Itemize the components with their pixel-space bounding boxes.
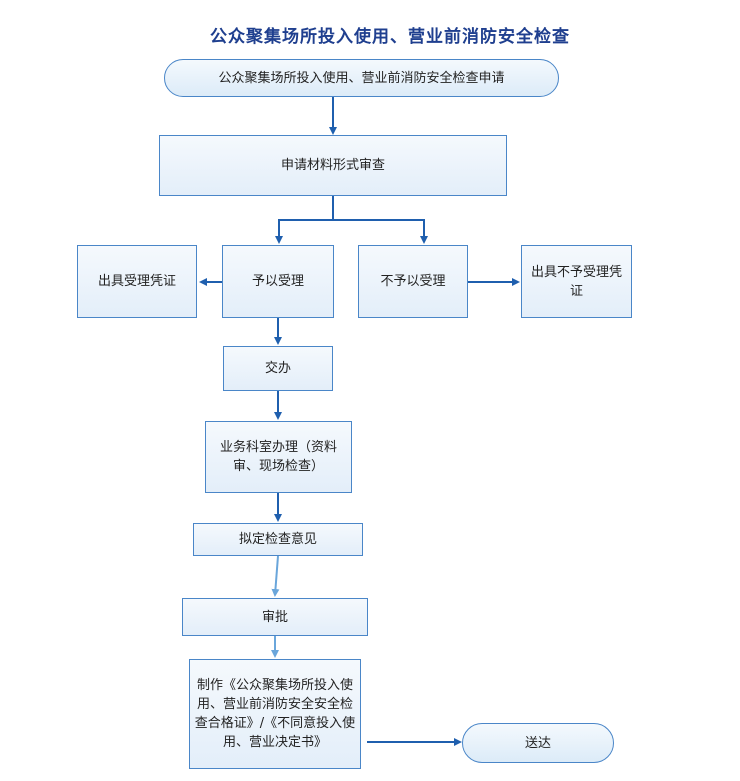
- accept-voucher-node: 出具受理凭证: [77, 245, 197, 318]
- arrow-review-to-reject: [333, 219, 428, 244]
- produce-node: 制作《公众聚集场所投入使用、营业前消防安全安全检查合格证》/《不同意投入使用、营…: [189, 659, 361, 769]
- inspect-node: 业务科室办理（资料审、现场检查）: [205, 421, 352, 493]
- reject-voucher-node: 出具不予受理凭证: [521, 245, 632, 318]
- opinion-node: 拟定检查意见: [193, 523, 363, 556]
- approve-node: 审批: [182, 598, 368, 636]
- review-node: 申请材料形式审查: [159, 135, 507, 196]
- arrow-review-split: [275, 196, 334, 244]
- arrow-opinion-to-approve: [271, 555, 280, 597]
- deliver-node: 送达: [462, 723, 614, 763]
- reject-node: 不予以受理: [358, 245, 468, 318]
- accept-node: 予以受理: [222, 245, 334, 318]
- assign-node: 交办: [223, 346, 333, 391]
- start-node: 公众聚集场所投入使用、营业前消防安全检查申请: [164, 59, 559, 97]
- diagram-title: 公众聚集场所投入使用、营业前消防安全检查: [210, 27, 570, 47]
